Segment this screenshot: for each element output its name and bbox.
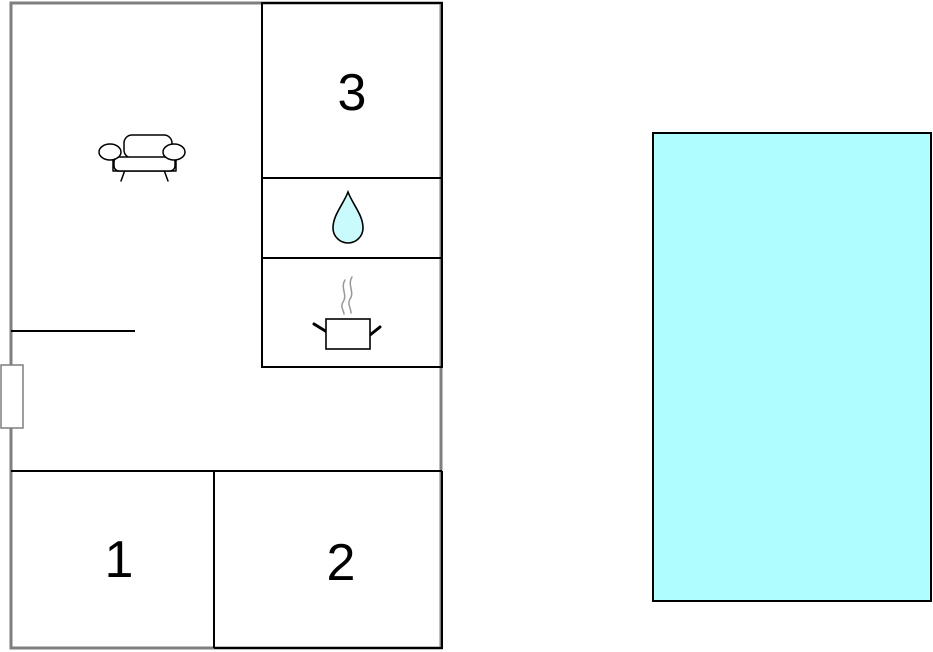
- entrance-door: [0, 364, 24, 429]
- house: [0, 1, 443, 650]
- swimming-pool: [652, 132, 932, 602]
- water-drop-icon: [332, 189, 364, 244]
- room-1-label: 1: [105, 531, 134, 589]
- sofa-icon: [98, 134, 186, 182]
- cooking-pot-icon: [312, 276, 382, 350]
- kitchen: [261, 257, 443, 368]
- outer-wall: [9, 1, 443, 650]
- room-3-label: 3: [338, 64, 367, 122]
- steam-icon: [341, 276, 353, 315]
- room-2-label: 2: [327, 534, 356, 592]
